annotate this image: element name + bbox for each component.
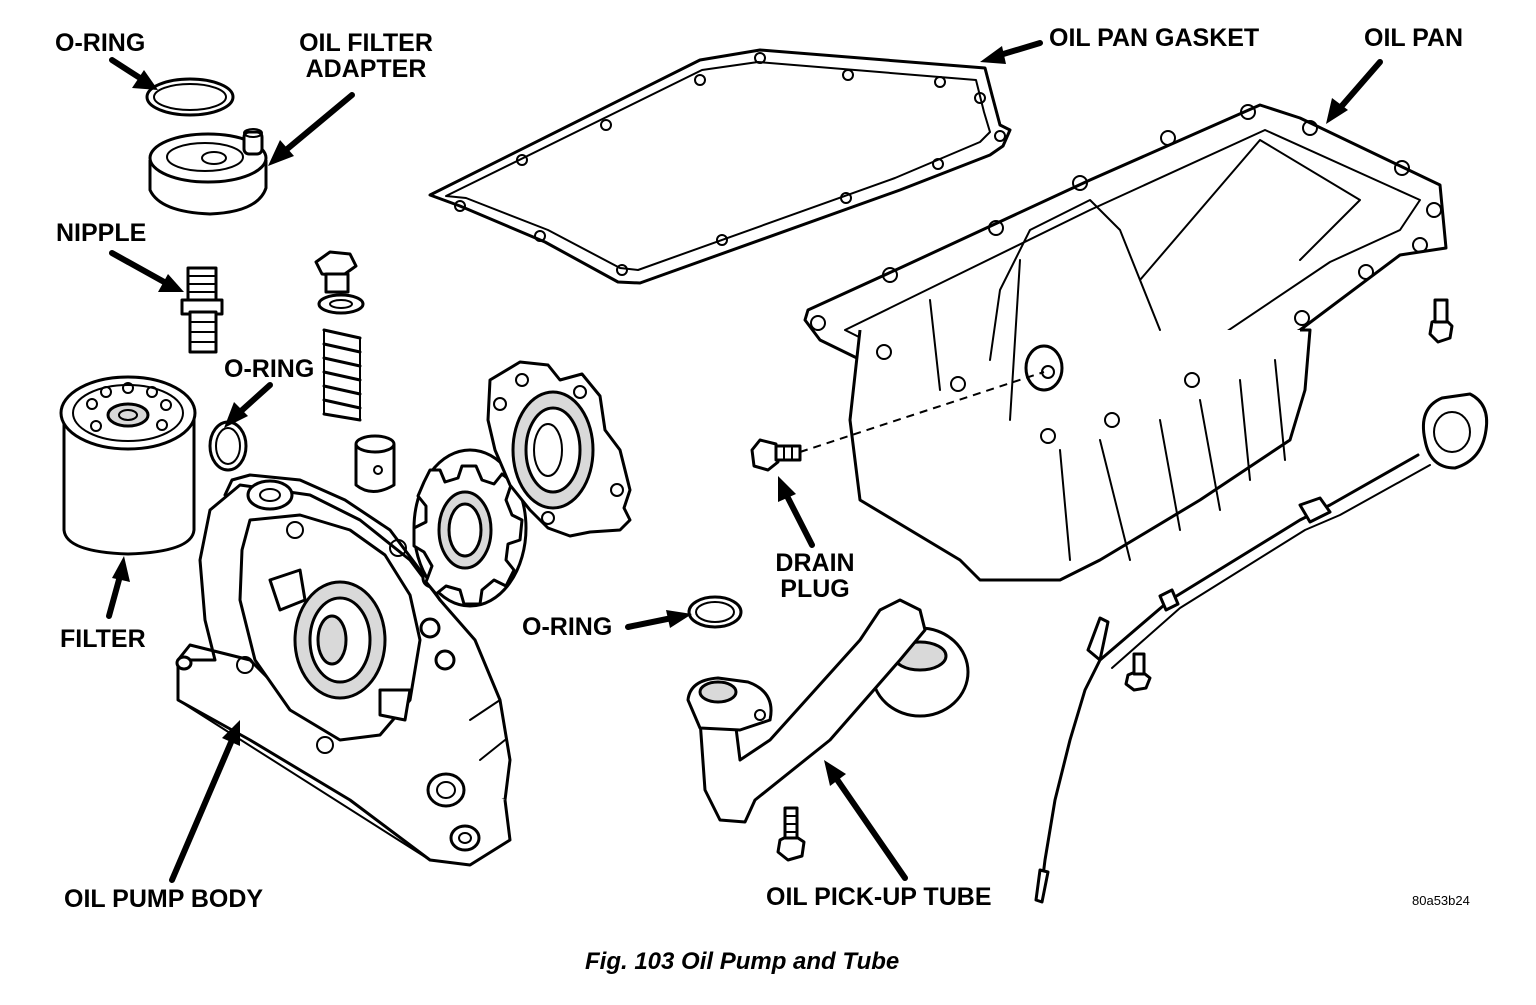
filter-part (59, 375, 197, 556)
nipple-part (180, 266, 224, 354)
label-drain-plug-line1: DRAIN (775, 549, 855, 577)
label-nipple: NIPPLE (56, 219, 147, 247)
o-ring-top-part (145, 77, 235, 117)
label-oil-filter-adapter-line1: OIL FILTER (299, 29, 433, 57)
label-oil-pump-body: OIL PUMP BODY (64, 885, 264, 913)
pump-cover-plate-part (486, 360, 632, 538)
dipstick-tube-bolt-part (1124, 652, 1152, 692)
label-oil-pan: OIL PAN (1364, 24, 1464, 52)
oil-pump-body-part (175, 473, 512, 867)
label-o-ring-lower: O-RING (522, 613, 613, 641)
figure-caption: Fig. 103 Oil Pump and Tube (585, 948, 900, 975)
label-oil-pickup-tube: OIL PICK-UP TUBE (766, 883, 992, 911)
oil-filter-adapter-part (148, 128, 268, 216)
drain-plug-part (750, 438, 802, 472)
inner-rotor-part (412, 448, 528, 608)
label-o-ring-middle: O-RING (224, 355, 315, 383)
o-ring-lower-part (687, 595, 743, 629)
pickup-tube-bolt-part (776, 806, 806, 862)
label-filter: FILTER (60, 625, 146, 653)
label-oil-pan-gasket: OIL PAN GASKET (1049, 24, 1260, 52)
oil-pickup-tube-part (686, 598, 970, 824)
label-oil-filter-adapter-line2: ADAPTER (305, 55, 427, 83)
relief-valve-stack-part (314, 250, 396, 493)
figure-code: 80a53b24 (1412, 893, 1470, 908)
oil-pan-gasket-part (428, 48, 1012, 285)
label-drain-plug-line2: PLUG (780, 575, 850, 603)
leader-arrows (106, 40, 1383, 883)
o-ring-middle-part (208, 420, 248, 472)
oil-pan-part (803, 103, 1448, 582)
drain-plug-alignment-line (799, 371, 1045, 453)
pan-bolt-part (1428, 298, 1454, 344)
label-o-ring-top: O-RING (55, 29, 146, 57)
dipstick-part (1034, 392, 1489, 904)
